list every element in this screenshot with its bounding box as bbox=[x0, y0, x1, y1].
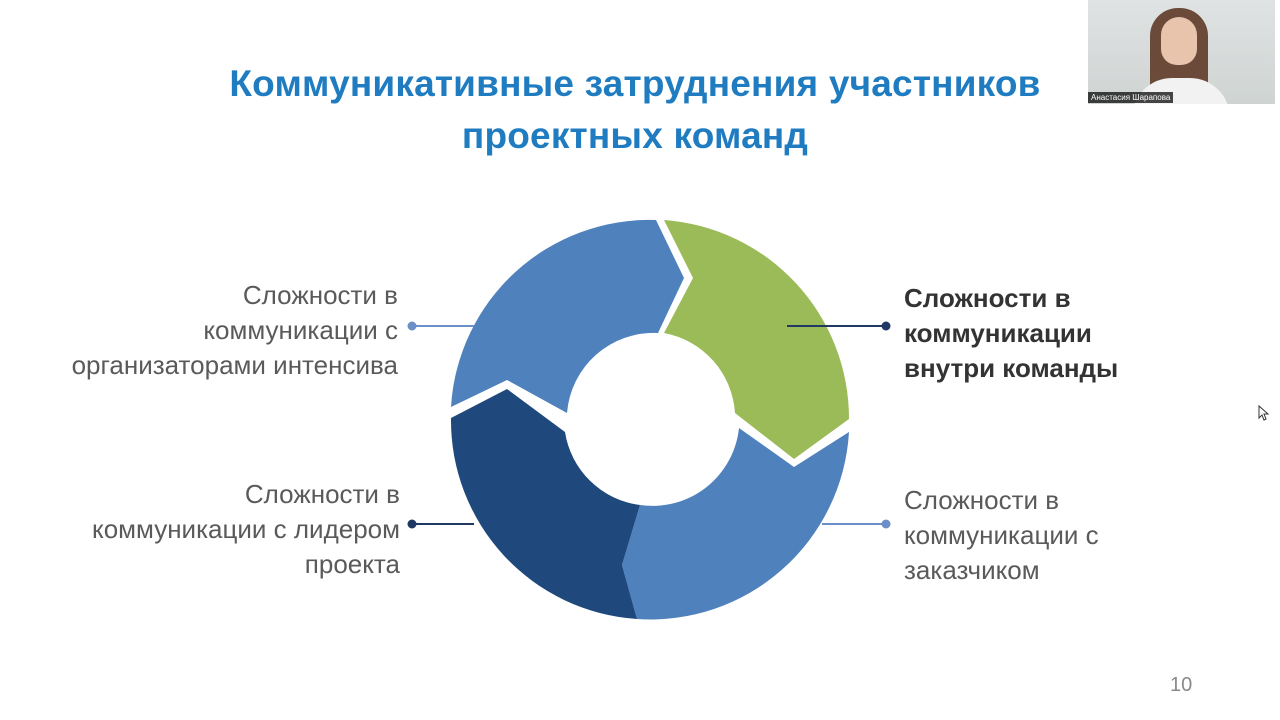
label-leader: Сложности в коммуникации с лидером проек… bbox=[92, 477, 400, 582]
label-customer-line-2: коммуникации с bbox=[904, 520, 1099, 550]
slide-title-line-1: Коммуникативные затруднения участников bbox=[229, 63, 1041, 104]
webcam-video-tile[interactable]: Анастасия Шарапова bbox=[1088, 0, 1275, 104]
connector-dot-bottom-left bbox=[407, 519, 417, 529]
label-organizers: Сложности в коммуникации с организаторам… bbox=[72, 278, 398, 383]
label-team-line-3: внутри команды bbox=[904, 353, 1119, 383]
connector-dot-top-left bbox=[407, 321, 417, 331]
label-leader-line-1: Сложности в bbox=[244, 479, 400, 509]
segment-customer bbox=[622, 428, 849, 620]
label-customer-line-3: заказчиком bbox=[904, 555, 1040, 585]
label-organizers-line-2: коммуникации с bbox=[203, 315, 398, 345]
mouse-cursor-icon bbox=[1258, 404, 1270, 421]
label-leader-line-2: коммуникации с лидером bbox=[92, 514, 400, 544]
participant-face bbox=[1161, 17, 1197, 65]
label-customer: Сложности в коммуникации с заказчиком bbox=[904, 483, 1099, 588]
label-team: Сложности в коммуникации внутри команды bbox=[904, 281, 1118, 386]
connector-dot-bottom-right bbox=[881, 519, 891, 529]
segment-organizers bbox=[451, 219, 684, 413]
label-customer-line-1: Сложности в bbox=[904, 485, 1060, 515]
label-team-line-2: коммуникации bbox=[904, 318, 1092, 348]
label-team-line-1: Сложности в bbox=[904, 283, 1071, 313]
segment-leader bbox=[450, 389, 640, 619]
label-organizers-line-3: организаторами интенсива bbox=[71, 350, 398, 380]
label-leader-line-3: проекта bbox=[304, 549, 400, 579]
participant-name-tag: Анастасия Шарапова bbox=[1088, 92, 1174, 103]
segment-team bbox=[664, 220, 850, 459]
page-number: 10 bbox=[1170, 674, 1193, 696]
slide-title-line-2: проектных команд bbox=[461, 115, 809, 156]
label-organizers-line-1: Сложности в bbox=[242, 280, 398, 310]
connector-dot-top-right bbox=[881, 321, 891, 331]
